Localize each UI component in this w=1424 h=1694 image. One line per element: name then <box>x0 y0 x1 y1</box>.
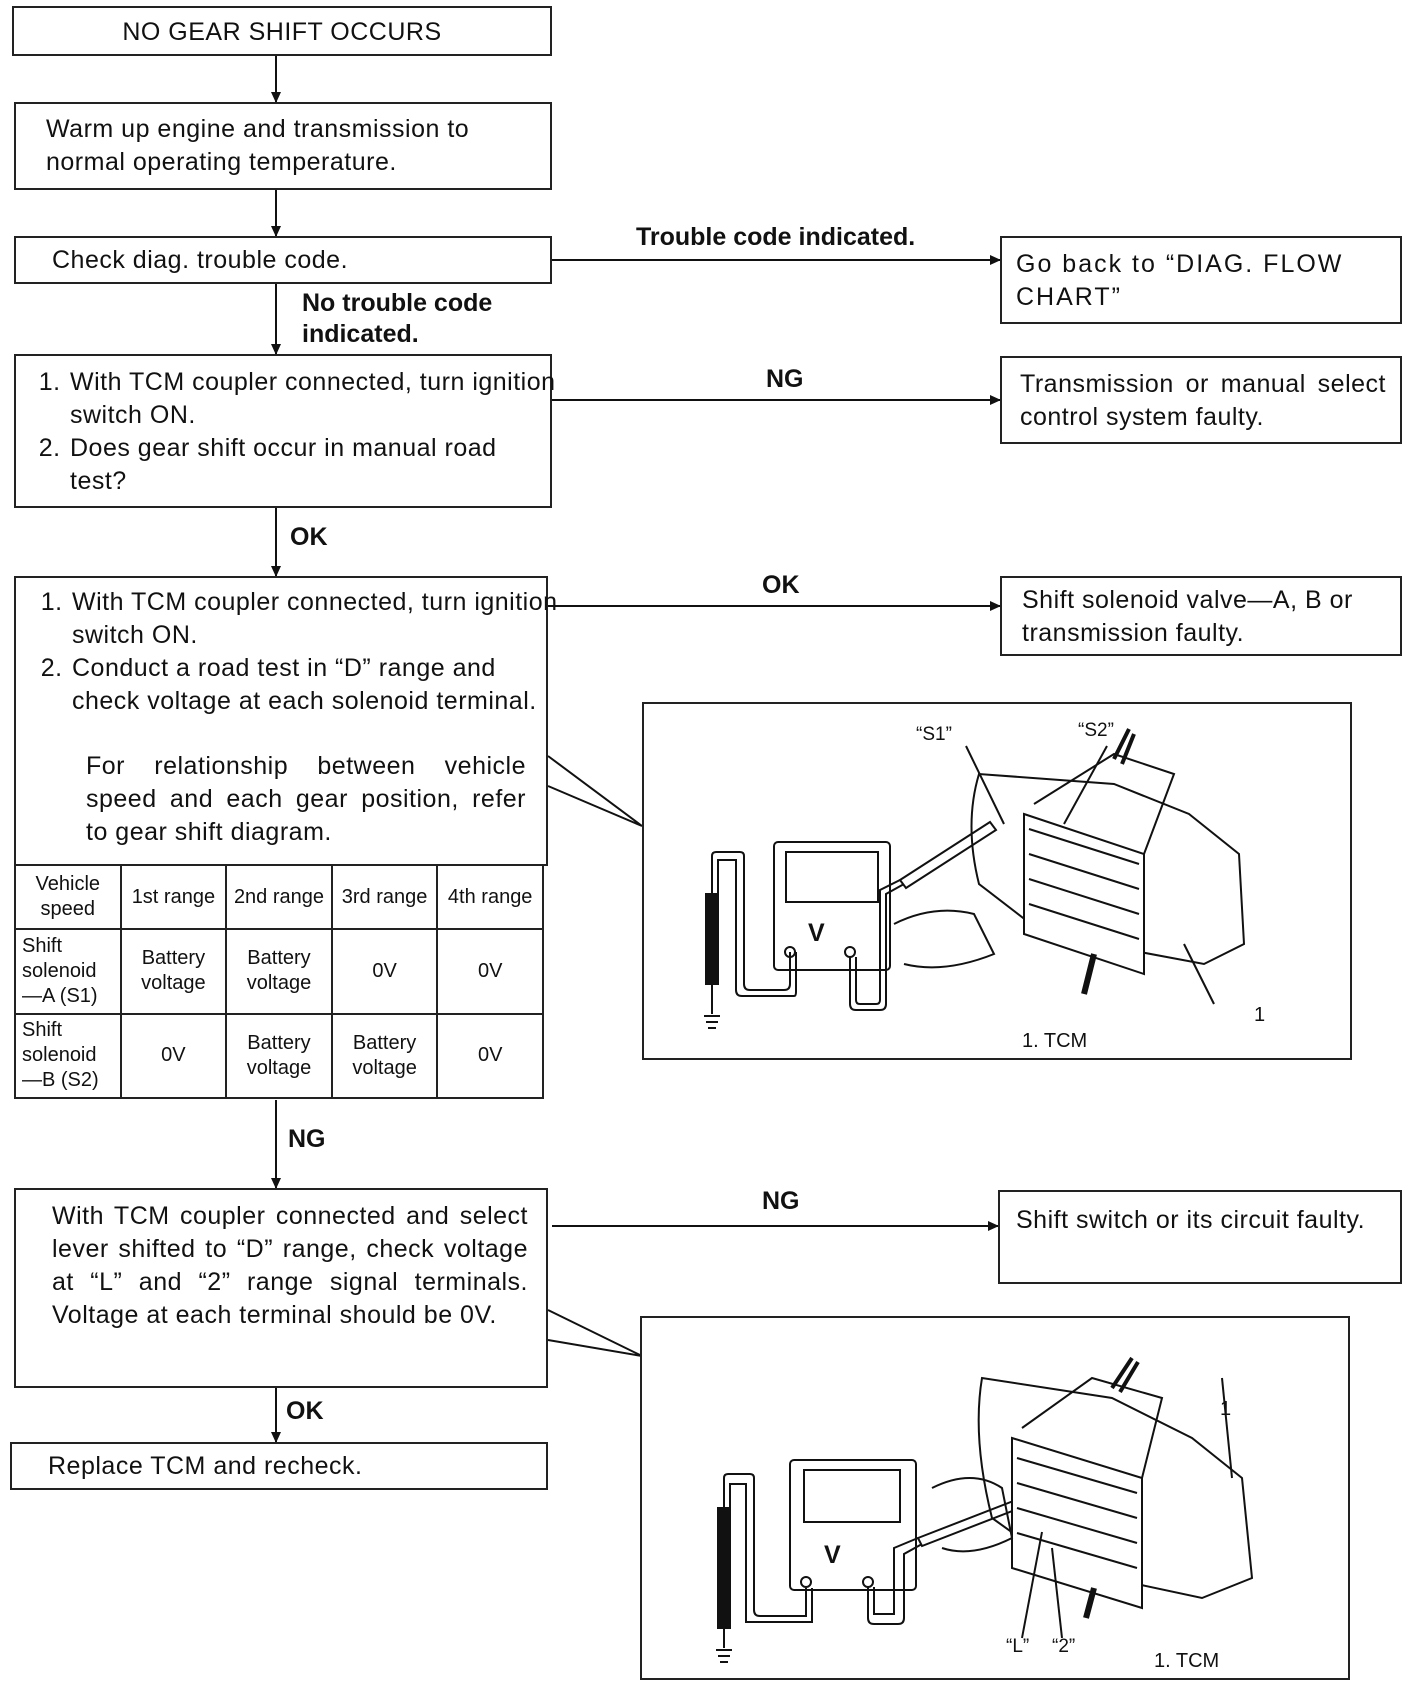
label-no-trouble-code: No trouble code indicated. <box>302 289 493 348</box>
replace-box: Replace TCM and recheck. <box>10 1442 548 1490</box>
table-cell: Battery voltage <box>225 928 333 1015</box>
label-signal-ng: NG <box>762 1187 800 1215</box>
arrow-up-icon <box>1110 1356 1140 1394</box>
arrow-down-icon <box>1083 1587 1097 1619</box>
result-diag-box: Go back to “DIAG. FLOW CHART” <box>1000 236 1402 324</box>
figure-1-caption: 1. TCM <box>1022 1030 1088 1052</box>
label-trouble-code: Trouble code indicated. <box>636 223 916 251</box>
result-road-box: Shift solenoid valve—A, B or transmissio… <box>1000 576 1402 656</box>
table-cell: 0V <box>330 928 439 1015</box>
table-cell: Battery voltage <box>119 928 228 1015</box>
figure-1-pin-s1: “S1” <box>916 724 952 745</box>
ground-symbol-icon <box>704 1015 720 1029</box>
voltmeter <box>773 841 891 971</box>
start-box: NO GEAR SHIFT OCCURS <box>12 6 552 56</box>
solenoid-voltage-table: Vehicle speed 1st range 2nd range 3rd ra… <box>14 864 544 1099</box>
manual-step-list: With TCM coupler connected, turn ignitio… <box>34 366 560 498</box>
figure-2-pin-l: “L” <box>1006 1636 1030 1657</box>
table-row: Shift solenoid —A (S1) Battery voltage B… <box>14 928 544 1015</box>
result-manual-text: Transmission or manual select control sy… <box>1020 370 1386 431</box>
tcm-coupler <box>1023 812 1145 976</box>
road-step-box: With TCM coupler connected, turn ignitio… <box>14 576 557 866</box>
diag-text: Check diag. trouble code. <box>52 246 349 274</box>
ground-probe <box>717 1507 731 1629</box>
table-header-row: Vehicle speed 1st range 2nd range 3rd ra… <box>14 864 544 930</box>
table-cell: 0V <box>119 1012 228 1099</box>
figure-2-callout: 1 <box>1220 1398 1232 1420</box>
pointer-road-to-figure1 <box>547 755 643 827</box>
arrow-up-icon <box>1112 728 1136 765</box>
figure-2-panel: “L” “2” V 1 1. TCM <box>640 1316 1350 1680</box>
label-road-ng: NG <box>288 1125 326 1153</box>
table-cell: 0V <box>436 1012 544 1099</box>
manual-step-2: Does gear shift occur in manual road tes… <box>68 432 560 498</box>
tcm-signal-check-illustration <box>716 1356 1254 1663</box>
result-manual-box: Transmission or manual select control sy… <box>1000 356 1402 444</box>
figure-2-caption: 1. TCM <box>1154 1650 1220 1672</box>
road-step-note: For relationship between vehicle speed a… <box>86 752 526 846</box>
tcm-coupler <box>1011 1436 1143 1610</box>
road-step-1: With TCM coupler connected, turn ignitio… <box>70 586 560 652</box>
result-signal-box: Shift switch or its circuit faulty. <box>998 1190 1402 1284</box>
table-cell: Battery voltage <box>330 1012 439 1099</box>
arrow-down-icon <box>1081 953 1097 995</box>
table-row: Shift solenoid —B (S2) 0V Battery voltag… <box>14 1012 544 1099</box>
figure-1-meter-label: V <box>808 919 825 947</box>
figure-1-panel: “S1” “S2” V 1 1. TCM <box>642 702 1352 1060</box>
table-header-cell: 4th range <box>436 864 544 930</box>
road-step-list: With TCM coupler connected, turn ignitio… <box>36 586 560 718</box>
result-diag-text: Go back to “DIAG. FLOW CHART” <box>1016 250 1344 311</box>
manual-step-1: With TCM coupler connected, turn ignitio… <box>68 366 560 432</box>
table-cell: Battery voltage <box>225 1012 333 1099</box>
figure-1-callout: 1 <box>1254 1004 1266 1026</box>
warmup-box: Warm up engine and transmission to norma… <box>14 102 552 190</box>
table-row-header: Shift solenoid —B (S2) <box>14 1012 122 1099</box>
tcm-voltmeter-illustration <box>704 728 1246 1029</box>
label-signal-ok: OK <box>286 1397 324 1425</box>
signal-step-text: With TCM coupler connected and select le… <box>52 1202 528 1329</box>
figure-1-pin-s2: “S2” <box>1078 720 1114 741</box>
pointer-signal-to-figure2 <box>547 1309 643 1357</box>
ground-probe <box>705 893 719 985</box>
ground-symbol-icon <box>716 1649 732 1663</box>
label-manual-ng: NG <box>766 365 804 393</box>
figure-2-pin-2: “2” <box>1052 1636 1076 1657</box>
figure-2-meter-label: V <box>824 1541 841 1569</box>
table-header-cell: 3rd range <box>330 864 439 930</box>
diag-box: Check diag. trouble code. <box>14 236 552 284</box>
table-cell: 0V <box>436 928 544 1015</box>
voltmeter <box>789 1459 917 1591</box>
road-step-2: Conduct a road test in “D” range and che… <box>70 652 560 718</box>
table-header-cell: 2nd range <box>225 864 333 930</box>
table-header-cell: 1st range <box>119 864 228 930</box>
manual-step-box: With TCM coupler connected, turn ignitio… <box>14 354 555 508</box>
label-road-ok: OK <box>762 571 800 599</box>
table-row-header: Shift solenoid —A (S1) <box>14 928 122 1015</box>
replace-text: Replace TCM and recheck. <box>48 1452 363 1480</box>
label-manual-ok: OK <box>290 523 328 551</box>
result-road-text: Shift solenoid valve—A, B or transmissio… <box>1022 586 1353 647</box>
table-header-cell: Vehicle speed <box>14 864 122 930</box>
warmup-text: Warm up engine and transmission to norma… <box>46 115 470 176</box>
signal-step-box: With TCM coupler connected and select le… <box>14 1188 548 1388</box>
result-signal-text: Shift switch or its circuit faulty. <box>1016 1206 1366 1234</box>
start-title: NO GEAR SHIFT OCCURS <box>122 18 442 46</box>
